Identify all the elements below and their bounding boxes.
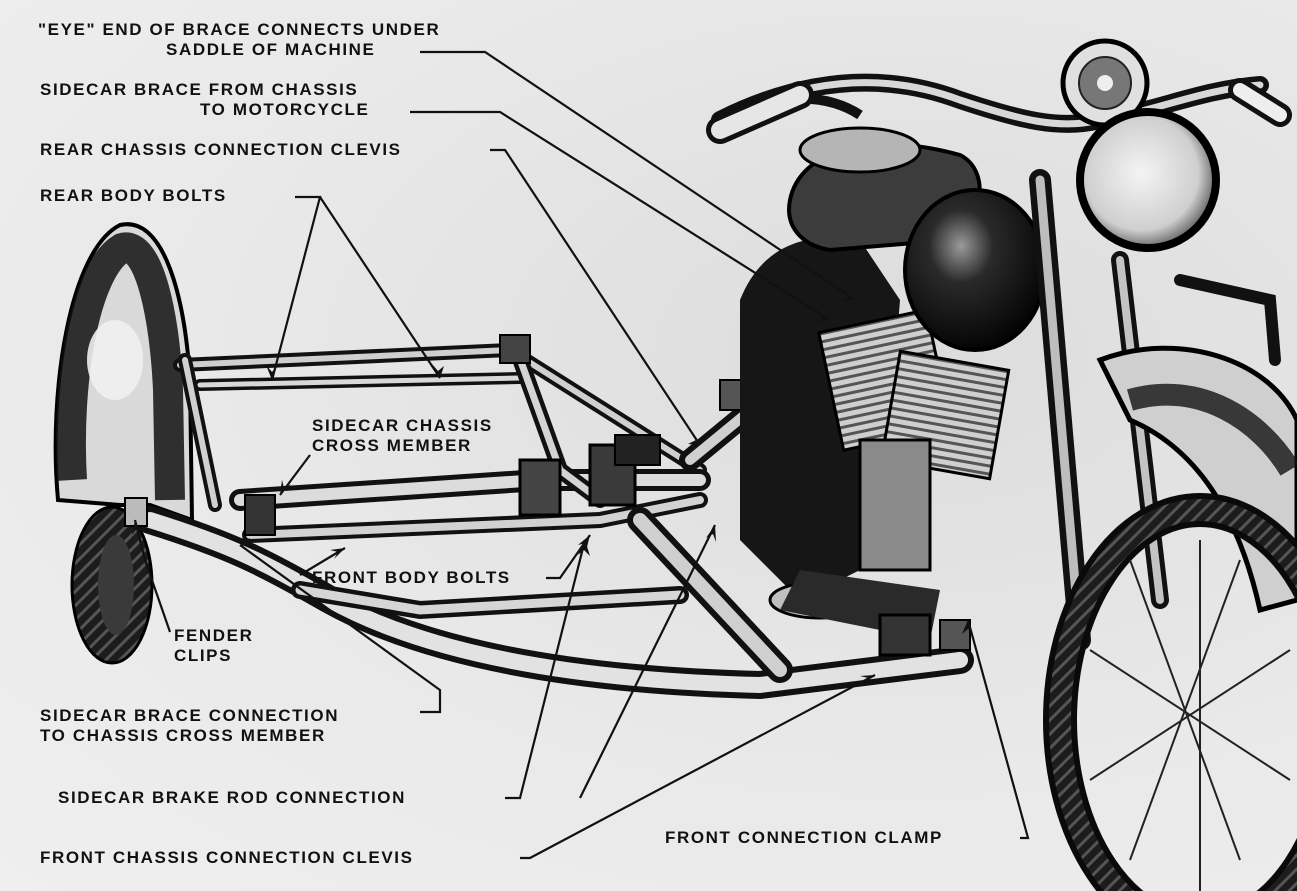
sidecar-fender	[53, 222, 195, 523]
label-front-connection-clamp: FRONT CONNECTION CLAMP	[665, 828, 943, 848]
label-line: TO CHASSIS CROSS MEMBER	[40, 726, 326, 745]
label-line: CLIPS	[174, 646, 233, 665]
label-line: FRONT CHASSIS CONNECTION CLEVIS	[40, 848, 414, 867]
handlebars	[706, 73, 1292, 144]
fuel-tank	[903, 188, 1047, 352]
motorcycle-engine	[740, 237, 1011, 640]
front-wheel	[1043, 493, 1297, 891]
label-sidecar-chassis-cross-member: SIDECAR CHASSIS CROSS MEMBER	[312, 416, 493, 456]
label-line: REAR CHASSIS CONNECTION CLEVIS	[40, 140, 402, 159]
label-rear-body-bolts: REAR BODY BOLTS	[40, 186, 227, 206]
label-line: "EYE" END OF BRACE CONNECTS UNDER	[38, 20, 441, 39]
label-rear-chassis-clevis: REAR CHASSIS CONNECTION CLEVIS	[40, 140, 402, 160]
horn	[1060, 38, 1150, 128]
label-sidecar-brake-rod-connection: SIDECAR BRAKE ROD CONNECTION	[58, 788, 406, 808]
headlamp	[1076, 108, 1220, 252]
label-line: SIDECAR CHASSIS	[312, 416, 493, 435]
label-front-body-bolts: FRONT BODY BOLTS	[312, 568, 511, 588]
label-line: CROSS MEMBER	[312, 436, 472, 455]
label-front-chassis-clevis: FRONT CHASSIS CONNECTION CLEVIS	[40, 848, 414, 868]
label-line: SIDECAR BRAKE ROD CONNECTION	[58, 788, 406, 807]
sidecar-wheel	[70, 505, 154, 665]
label-sidecar-brace-connection: SIDECAR BRACE CONNECTION TO CHASSIS CROS…	[40, 706, 339, 746]
label-fender-clips: FENDER CLIPS	[174, 626, 254, 666]
label-line: FRONT BODY BOLTS	[312, 568, 511, 587]
front-connection-clamp	[878, 613, 971, 657]
front-forks	[1029, 169, 1281, 651]
leader-lines	[133, 50, 1030, 860]
label-line: REAR BODY BOLTS	[40, 186, 227, 205]
label-line: FENDER	[174, 626, 254, 645]
label-line: SIDECAR BRACE CONNECTION	[40, 706, 340, 725]
label-eye-end-of-brace: "EYE" END OF BRACE CONNECTS UNDER SADDLE…	[38, 20, 440, 60]
label-line: SADDLE OF MACHINE	[166, 40, 376, 59]
label-line: SIDECAR BRACE FROM CHASSIS	[40, 80, 359, 99]
label-sidecar-brace: SIDECAR BRACE FROM CHASSIS TO MOTORCYCLE	[40, 80, 369, 120]
label-line: TO MOTORCYCLE	[200, 100, 370, 119]
cross-member-blocks	[124, 334, 749, 536]
label-line: FRONT CONNECTION CLAMP	[665, 828, 943, 847]
front-fender	[1096, 345, 1297, 614]
leader-arrowheads	[132, 288, 973, 684]
